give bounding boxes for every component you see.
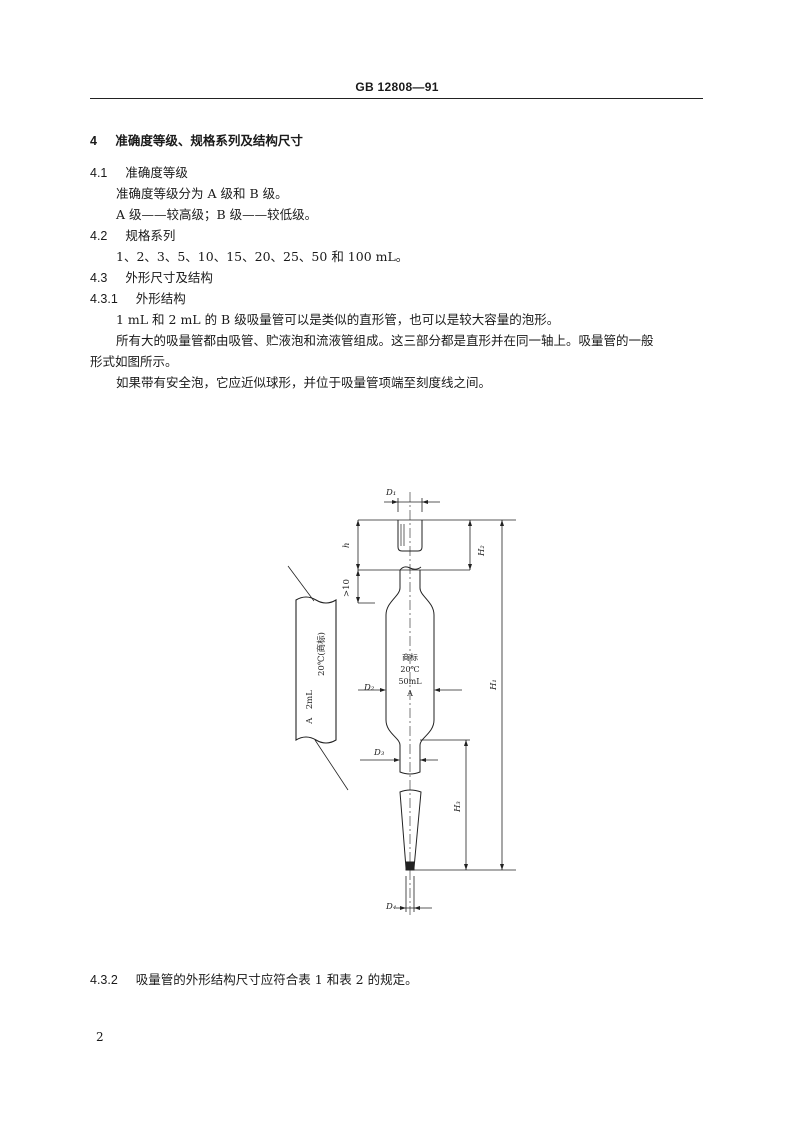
section-title: 外形结构 (135, 291, 186, 306)
paragraph: 1 mL 和 2 mL 的 B 级吸量管可以是类似的直形管，也可以是较大容量的泡… (116, 312, 560, 327)
paragraph: A 级——较高级；B 级——较低级。 (116, 207, 318, 222)
bulb-mark: 商标 (402, 652, 418, 662)
bulb-grade: A (406, 689, 413, 698)
section-4-heading: 4 准确度等级、规格系列及结构尺寸 (90, 133, 303, 149)
section-4-3-1-heading: 4.3.1 外形结构 (90, 291, 186, 307)
label-h3: H₃ (453, 801, 463, 813)
section-number: 4.3 (90, 271, 108, 285)
paragraph: 如果带有安全泡，它应近似球形，并位于吸量管项端至刻度线之间。 (116, 375, 492, 390)
label-d4: D₄ (385, 902, 397, 912)
paragraph: 形式如图所示。 (90, 354, 178, 369)
paragraph: 1、2、3、5、10、15、20、25、50 和 100 mL。 (116, 249, 409, 264)
section-number: 4.2 (90, 229, 108, 243)
label-gt10: >10 (342, 579, 352, 597)
label-d2: D₂ (363, 683, 375, 693)
paragraph: 所有大的吸量管都由吸管、贮液泡和流液管组成。这三部分都是直形并在同一轴上。吸量管… (116, 333, 654, 348)
standard-number: GB 12808—91 (355, 80, 439, 94)
side-grade-volume: A 2mL (305, 690, 315, 725)
section-4-3-2: 4.3.2 吸量管的外形结构尺寸应符合表 1 和表 2 的规定。 (90, 972, 418, 988)
bulb-temp: 20℃ (400, 665, 419, 674)
header-rule (90, 98, 703, 99)
section-number: 4 (90, 134, 97, 148)
section-title: 外形尺寸及结构 (125, 270, 213, 285)
section-title: 准确度等级、规格系列及结构尺寸 (115, 133, 303, 148)
delivery-tip (399, 789, 422, 869)
paragraph: 吸量管的外形结构尺寸应符合表 1 和表 2 的规定。 (135, 972, 418, 987)
section-number: 4.1 (90, 166, 108, 180)
section-4-3-heading: 4.3 外形尺寸及结构 (90, 270, 213, 286)
label-h1: H₁ (489, 679, 499, 691)
section-number: 4.3.1 (90, 292, 118, 306)
label-h: h (342, 543, 352, 548)
label-d1: D₁ (385, 488, 396, 498)
bulb-volume: 50mL (398, 677, 422, 686)
section-number: 4.3.2 (90, 973, 118, 987)
pipette-bulb (385, 570, 435, 775)
side-temp-mark: 20℃(商标) (316, 632, 327, 676)
page-number: 2 (96, 1030, 104, 1044)
label-h2: H₂ (477, 545, 487, 557)
section-title: 准确度等级 (125, 165, 188, 180)
paragraph: 准确度等级分为 A 级和 B 级。 (116, 186, 288, 201)
label-d3: D₃ (373, 748, 385, 758)
section-title: 规格系列 (125, 228, 176, 243)
section-4-1-heading: 4.1 准确度等级 (90, 165, 188, 181)
break-line (399, 566, 422, 571)
section-4-2-heading: 4.2 规格系列 (90, 228, 175, 244)
side-pipette (295, 596, 337, 744)
